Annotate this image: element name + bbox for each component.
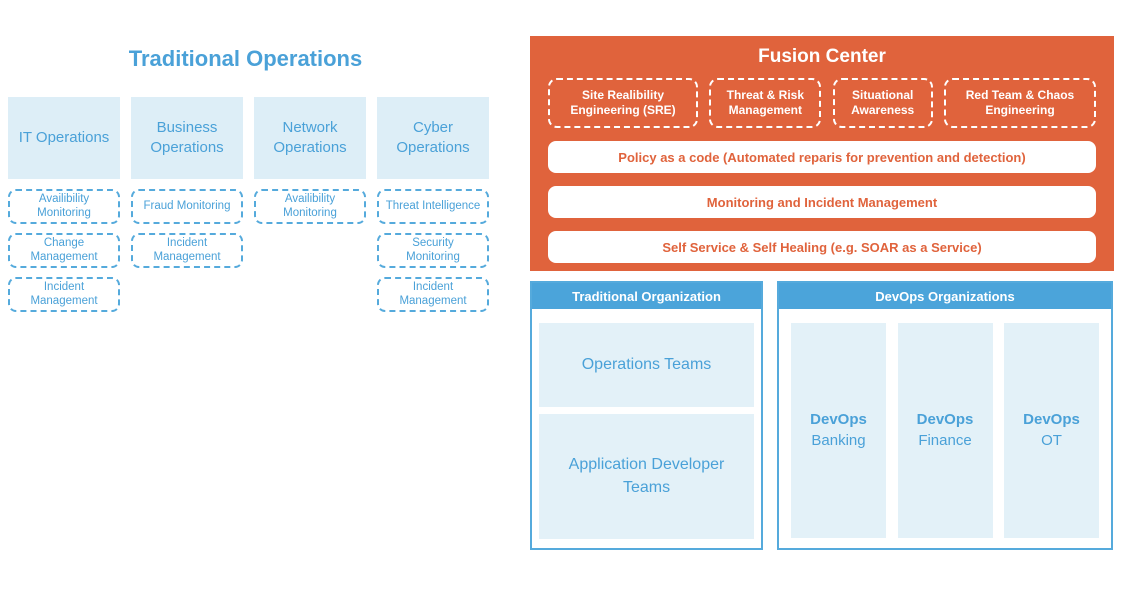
column-header-business-operations: Business Operations bbox=[131, 97, 243, 179]
traditional-organization-panel: Traditional Organization Operations Team… bbox=[530, 281, 763, 550]
devops-banking-box: DevOps Banking bbox=[791, 323, 886, 538]
fusion-capability-sre: Site Realibility Engineering (SRE) bbox=[548, 78, 698, 128]
capability-box: Fraud Monitoring bbox=[131, 189, 243, 224]
traditional-operations-columns: IT Operations Availibility Monitoring Ch… bbox=[8, 97, 489, 321]
capability-box: Incident Management bbox=[8, 277, 120, 312]
capability-box: Incident Management bbox=[131, 233, 243, 268]
capability-box: Change Management bbox=[8, 233, 120, 268]
column-header-cyber-operations: Cyber Operations bbox=[377, 97, 489, 179]
fusion-layer-self-service: Self Service & Self Healing (e.g. SOAR a… bbox=[548, 231, 1096, 263]
fusion-capability-threat-risk: Threat & Risk Management bbox=[709, 78, 822, 128]
operations-teams-box: Operations Teams bbox=[539, 323, 754, 407]
fusion-center-title: Fusion Center bbox=[758, 46, 886, 67]
fusion-layer-policy-as-code: Policy as a code (Automated reparis for … bbox=[548, 141, 1096, 173]
capability-box: Threat Intelligence bbox=[377, 189, 489, 224]
capability-box: Security Monitoring bbox=[377, 233, 489, 268]
traditional-organization-body: Operations Teams Application Developer T… bbox=[532, 309, 761, 539]
devops-finance-label-sub: Finance bbox=[918, 431, 972, 449]
devops-ot-label-bold: DevOps bbox=[1023, 411, 1080, 429]
fusion-capability-situational-awareness: Situational Awareness bbox=[832, 78, 933, 128]
devops-organizations-body: DevOps Banking DevOps Finance DevOps OT bbox=[779, 309, 1111, 538]
column-it-operations: IT Operations Availibility Monitoring Ch… bbox=[8, 97, 120, 321]
capability-box: Availibility Monitoring bbox=[254, 189, 366, 224]
devops-finance-box: DevOps Finance bbox=[897, 323, 993, 538]
devops-ot-label-sub: OT bbox=[1041, 431, 1062, 449]
capability-box: Incident Management bbox=[377, 277, 489, 312]
column-header-it-operations: IT Operations bbox=[8, 97, 120, 179]
devops-organizations-panel: DevOps Organizations DevOps Banking DevO… bbox=[777, 281, 1113, 550]
traditional-operations-title: Traditional Operations bbox=[128, 46, 363, 71]
fusion-layer-monitoring-incident: Monitoring and Incident Management bbox=[548, 186, 1096, 218]
column-business-operations: Business Operations Fraud Monitoring Inc… bbox=[131, 97, 243, 321]
fusion-capabilities-row: Site Realibility Engineering (SRE) Threa… bbox=[548, 78, 1096, 128]
fusion-center-panel: Fusion Center Site Realibility Engineeri… bbox=[530, 36, 1114, 271]
traditional-organization-header: Traditional Organization bbox=[532, 283, 761, 309]
devops-ot-box: DevOps OT bbox=[1004, 323, 1099, 538]
fusion-capability-red-team: Red Team & Chaos Engineering bbox=[943, 78, 1096, 128]
column-cyber-operations: Cyber Operations Threat Intelligence Sec… bbox=[377, 97, 489, 321]
capability-box: Availibility Monitoring bbox=[8, 189, 120, 224]
application-developer-teams-box: Application Developer Teams bbox=[539, 414, 754, 539]
column-network-operations: Network Operations Availibility Monitori… bbox=[254, 97, 366, 321]
devops-banking-label-bold: DevOps bbox=[810, 411, 867, 429]
column-header-network-operations: Network Operations bbox=[254, 97, 366, 179]
devops-organizations-header: DevOps Organizations bbox=[779, 283, 1111, 309]
devops-finance-label-bold: DevOps bbox=[916, 411, 974, 429]
devops-banking-label-sub: Banking bbox=[811, 431, 866, 449]
